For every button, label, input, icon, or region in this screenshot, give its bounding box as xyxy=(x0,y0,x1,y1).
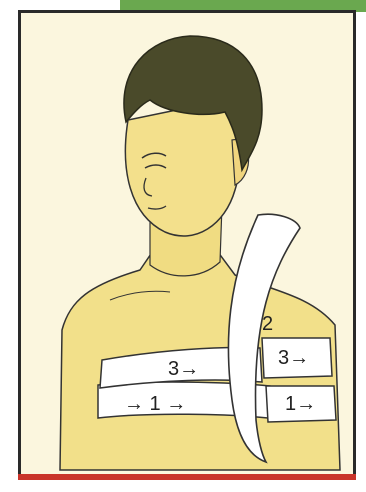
arrow-1-right-label: 1→ xyxy=(285,393,316,415)
number-2-label: 2 xyxy=(262,313,273,335)
face xyxy=(125,100,240,236)
arrow-3-right-label: 3→ xyxy=(278,347,309,369)
arrow-3-left-label: 3→ xyxy=(168,358,199,380)
arrow-1-left-label: → 1 → xyxy=(124,393,186,415)
